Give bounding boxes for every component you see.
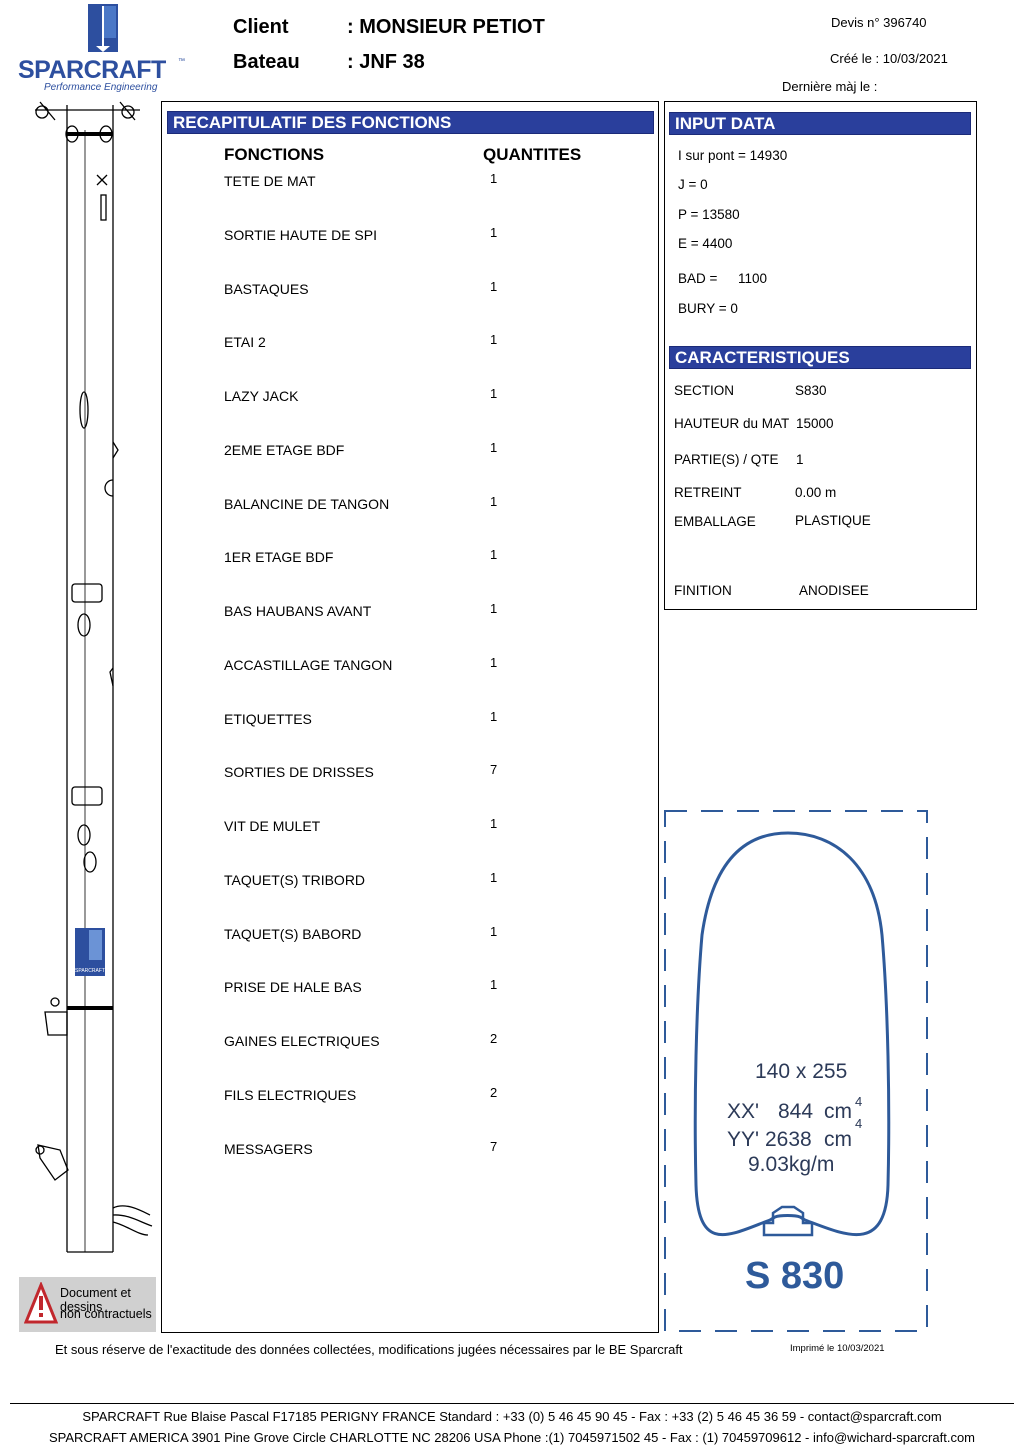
function-quantity: 1 [490, 816, 498, 831]
profile-dims: 140 x 255 [755, 1060, 848, 1083]
function-quantity: 1 [490, 655, 498, 670]
warning-icon [24, 1282, 58, 1324]
function-quantity: 7 [490, 1139, 498, 1154]
hauteur-value: 15000 [796, 416, 834, 431]
function-name: 1ER ETAGE BDF [224, 549, 334, 565]
profile-name: S 830 [745, 1255, 845, 1297]
created-date: Créé le : 10/03/2021 [830, 51, 948, 66]
logo-text: SPARCRAFT [18, 56, 166, 84]
function-quantity: 7 [490, 762, 498, 777]
logo-mark-icon [88, 4, 118, 52]
i-sur-pont: I sur pont = 14930 [678, 148, 788, 163]
finition-value: ANODISEE [799, 583, 869, 598]
emballage-label: EMBALLAGE [674, 514, 756, 529]
footer-rule [10, 1403, 1014, 1404]
caracteristiques-title: CARACTERISTIQUES [669, 346, 971, 369]
note-text: Et sous réserve de l'exactitude des donn… [55, 1342, 683, 1357]
profile-xx-exp: 4 [855, 1094, 863, 1109]
mast-drawing: SPARCRAFT [35, 101, 153, 1253]
footer-line2: SPARCRAFT AMERICA 3901 Pine Grove Circle… [48, 1430, 976, 1445]
section-label: SECTION [674, 383, 735, 398]
function-name: FILS ELECTRIQUES [224, 1087, 357, 1103]
function-name: SORTIES DE DRISSES [224, 764, 374, 780]
profile-xx-unit: cm [824, 1100, 852, 1123]
function-name: MESSAGERS [224, 1141, 313, 1157]
function-quantity: 1 [490, 977, 498, 992]
footer-line1: SPARCRAFT Rue Blaise Pascal F17185 PERIG… [82, 1409, 942, 1424]
col-quantities: QUANTITES [483, 145, 582, 164]
profile-yy-value: 2638 [765, 1128, 812, 1151]
boat-value: : JNF 38 [347, 51, 425, 73]
parties-label: PARTIE(S) / QTE [674, 452, 779, 467]
retreint-value: 0.00 m [795, 485, 837, 500]
function-quantity: 1 [490, 332, 498, 347]
input-data-panel [664, 101, 977, 610]
profile-yy-label: YY' [727, 1128, 760, 1151]
emballage-value: PLASTIQUE [795, 513, 871, 528]
recap-panel [161, 101, 659, 1333]
client-label: Client [233, 16, 289, 38]
profile-drawing [664, 810, 928, 1332]
input-data-title: INPUT DATA [669, 112, 971, 135]
profile-xx-value: 844 [778, 1100, 814, 1123]
logo-tagline: Performance Engineering [44, 82, 158, 93]
function-name: TAQUET(S) TRIBORD [224, 872, 366, 888]
function-name: TAQUET(S) BABORD [224, 926, 362, 942]
bury-value: BURY = 0 [678, 301, 738, 316]
function-name: SORTIE HAUTE DE SPI [224, 227, 377, 243]
function-name: VIT DE MULET [224, 818, 321, 834]
p-value: P = 13580 [678, 207, 740, 222]
bad-value: 1100 [738, 271, 768, 286]
hauteur-label: HAUTEUR du MAT [674, 416, 790, 431]
function-name: ETAI 2 [224, 334, 266, 350]
parties-value: 1 [796, 452, 804, 467]
function-name: PRISE DE HALE BAS [224, 979, 362, 995]
function-name: ETIQUETTES [224, 711, 312, 727]
e-value: E = 4400 [678, 236, 733, 251]
function-name: ACCASTILLAGE TANGON [224, 657, 393, 673]
function-quantity: 2 [490, 1085, 498, 1100]
retreint-label: RETREINT [674, 485, 742, 500]
function-name: BALANCINE DE TANGON [224, 496, 390, 512]
svg-text:SPARCRAFT: SPARCRAFT [75, 968, 105, 974]
function-name: 2EME ETAGE BDF [224, 442, 345, 458]
function-quantity: 1 [490, 709, 498, 724]
boat-label: Bateau [233, 51, 300, 73]
function-quantity: 1 [490, 924, 498, 939]
function-quantity: 1 [490, 870, 498, 885]
function-name: BASTAQUES [224, 281, 309, 297]
printed-date: Imprimé le 10/03/2021 [790, 1343, 885, 1354]
disclaimer-line2: non contractuels [60, 1307, 152, 1321]
function-quantity: 1 [490, 386, 498, 401]
client-value: : MONSIEUR PETIOT [347, 16, 545, 38]
function-quantity: 1 [490, 547, 498, 562]
finition-label: FINITION [674, 583, 732, 598]
function-quantity: 1 [490, 601, 498, 616]
profile-yy-unit: cm [824, 1128, 852, 1151]
recap-title: RECAPITULATIF DES FONCTIONS [167, 111, 654, 134]
updated-date: Dernière màj le : [782, 79, 878, 94]
function-quantity: 1 [490, 279, 498, 294]
profile-weight: 9.03kg/m [748, 1153, 835, 1176]
mast-section-shape [693, 831, 891, 1237]
function-quantity: 1 [490, 171, 498, 186]
function-quantity: 1 [490, 440, 498, 455]
logo: SPARCRAFT ™ Performance Engineering [18, 2, 193, 94]
col-functions: FONCTIONS [224, 145, 325, 164]
function-quantity: 1 [490, 494, 498, 509]
function-name: TETE DE MAT [224, 173, 316, 189]
disclaimer-line1: Document et dessins [60, 1286, 131, 1314]
j-value: J = 0 [678, 177, 708, 192]
bad-label: BAD = [678, 271, 718, 286]
function-name: BAS HAUBANS AVANT [224, 603, 372, 619]
function-quantity: 2 [490, 1031, 498, 1046]
disclaimer-box: Document et dessins non contractuels [19, 1277, 156, 1332]
devis-number: Devis n° 396740 [831, 15, 927, 30]
profile-xx-label: XX' [727, 1100, 760, 1123]
function-name: GAINES ELECTRIQUES [224, 1033, 380, 1049]
function-name: LAZY JACK [224, 388, 299, 404]
section-value: S830 [795, 383, 827, 398]
function-quantity: 1 [490, 225, 498, 240]
profile-yy-exp: 4 [855, 1116, 863, 1131]
